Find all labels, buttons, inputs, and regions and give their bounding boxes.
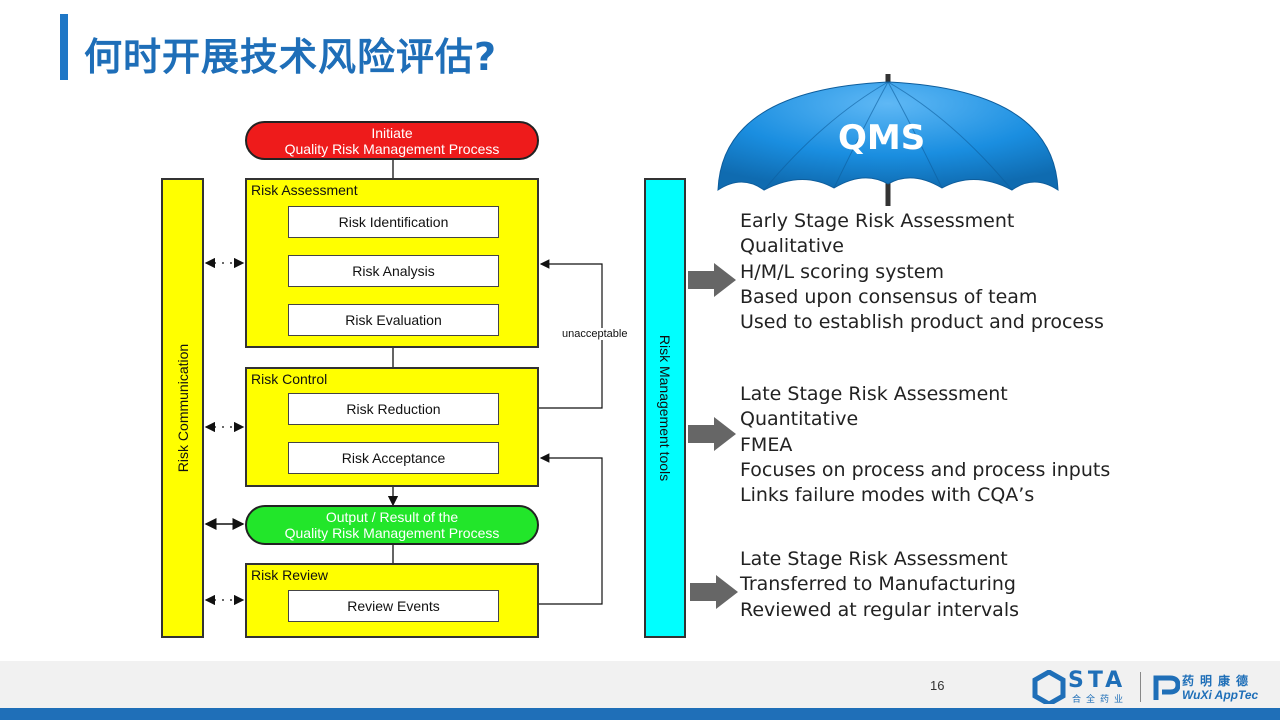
risk-communication-bar: Risk Communication (161, 178, 204, 638)
risk-tools-bar: Risk Management tools (644, 178, 686, 638)
wuxi-logo-cn: 药明康德 (1182, 674, 1255, 688)
output-pill: Output / Result of the Quality Risk Mana… (245, 505, 539, 545)
group2-line: Quantitative (740, 408, 859, 431)
risk-control-label: Risk Control (251, 371, 328, 387)
risk-reduction-step: Risk Reduction (288, 393, 499, 425)
unacceptable-label: unacceptable (562, 328, 628, 340)
qms-umbrella (717, 74, 1059, 206)
wuxi-p-icon (1153, 675, 1180, 700)
initiate-line2: Quality Risk Management Process (284, 140, 500, 157)
sta-logo-sub: 合全药业 (1072, 694, 1129, 704)
risk-review-box: Risk Review Review Events (245, 563, 539, 638)
initiate-line1: Initiate (371, 124, 413, 141)
page-number: 16 (930, 678, 945, 693)
risk-analysis-step: Risk Analysis (288, 255, 499, 287)
risk-review-label: Risk Review (251, 567, 329, 583)
wuxi-logo: 药明康德 WuXi AppTec (1150, 668, 1270, 706)
risk-identification-step: Risk Identification (288, 206, 499, 238)
risk-communication-label: Risk Communication (174, 343, 191, 473)
risk-acceptance-step: Risk Acceptance (288, 442, 499, 474)
footer-strip (0, 708, 1280, 720)
sta-logo: STA 合全药业 (1032, 668, 1132, 706)
group1-line: Based upon consensus of team (740, 285, 1038, 308)
risk-evaluation-step: Risk Evaluation (288, 304, 499, 336)
logo-separator (1140, 672, 1141, 702)
qms-label: QMS (838, 118, 926, 158)
footer (0, 661, 1280, 708)
group3-line: Late Stage Risk Assessment (740, 548, 1008, 570)
risk-assessment-label: Risk Assessment (251, 182, 358, 198)
group2-line: FMEA (740, 433, 793, 456)
risk-assessment-box: Risk Assessment Risk Identification Risk… (245, 178, 539, 348)
wuxi-logo-en: WuXi AppTec (1182, 688, 1259, 702)
page-title: 何时开展技术风险评估? (84, 35, 498, 79)
group3-line: Transferred to Manufacturing (740, 573, 1016, 596)
group2-line: Focuses on process and process inputs (740, 458, 1111, 481)
group2-line: Links failure modes with CQA’s (740, 484, 1035, 507)
group1-line: Qualitative (740, 235, 844, 258)
review-events-step: Review Events (288, 590, 499, 622)
output-line1: Output / Result of the (325, 509, 459, 525)
sta-hex-icon (1032, 670, 1066, 704)
group1-line: H/M/L scoring system (740, 260, 944, 283)
group2-line: Late Stage Risk Assessment (740, 383, 1008, 405)
group-late-stage: Late Stage Risk Assessment Quantitative … (740, 382, 1110, 508)
arrow-group-3 (690, 575, 738, 609)
group-early-stage: Early Stage Risk Assessment Qualitative … (740, 209, 1104, 335)
initiate-pill: Initiate Quality Risk Management Process (245, 121, 539, 160)
risk-control-box: Risk Control Risk Reduction Risk Accepta… (245, 367, 539, 487)
arrow-group-1 (688, 263, 736, 297)
group1-line: Used to establish product and process (740, 311, 1104, 334)
group-manufacturing: Late Stage Risk Assessment Transferred t… (740, 547, 1019, 623)
output-line2: Quality Risk Management Process (284, 525, 500, 541)
group3-line: Reviewed at regular intervals (740, 598, 1020, 621)
group1-line: Early Stage Risk Assessment (740, 210, 1015, 232)
title-accent-bar (60, 14, 68, 80)
arrow-group-2 (688, 417, 736, 451)
sta-logo-text: STA (1068, 668, 1127, 693)
risk-tools-label: Risk Management tools (657, 334, 673, 482)
